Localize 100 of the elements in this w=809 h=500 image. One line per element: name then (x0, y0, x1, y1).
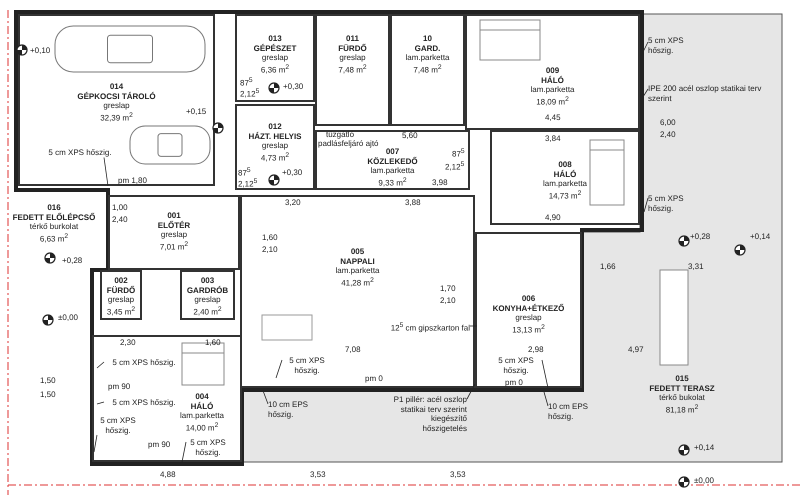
room (235, 14, 315, 102)
floor-finish: térkő burkolat (30, 222, 78, 232)
level-label: pm 0 (505, 378, 523, 387)
leader-line (96, 402, 104, 404)
annotation-note: 5 cm XPS hőszig. (648, 36, 708, 55)
dimension-label: +0,28 (62, 256, 82, 265)
room-number: 012 (268, 122, 282, 132)
floor-finish: greslap (262, 141, 288, 150)
dimension-label: 2,12$^{5}$ (240, 87, 260, 99)
room-number: 014 (110, 82, 124, 92)
dimension-label: 4,97 (628, 345, 644, 354)
room-number: 016 (47, 203, 61, 212)
room-number: 006 (522, 294, 536, 304)
dimension-label: 1,50 (40, 376, 56, 385)
room-area: 6,63 m$^{2}$ (40, 232, 68, 244)
dimension-label: 3,84 (545, 134, 561, 143)
floor-finish: greslap (515, 313, 542, 322)
dimension-label: 2,40 (660, 130, 676, 139)
room-area: 13,13 m$^{2}$ (512, 322, 545, 335)
annotation-note: 5 cm XPS hőszig. (186, 438, 230, 457)
dimension-label: 2,12$^{5}$ (445, 160, 464, 172)
room-name: FEDETT TERASZ (649, 384, 715, 393)
room (180, 270, 235, 320)
room-number: 10 (423, 34, 432, 44)
dimension-label: 87$^{5}$ (452, 147, 465, 159)
level-label: ±0,00 (694, 476, 714, 485)
leader-line (104, 157, 108, 186)
room-area: 9,33 m$^{2}$ (378, 176, 407, 188)
room-name: FEDETT ELŐLÉPCSŐ (12, 212, 96, 222)
dimension-label: 2,12$^{5}$ (238, 177, 258, 189)
room (100, 270, 142, 320)
room-name: ELŐTÉR (158, 220, 190, 230)
dimension-label: 1,50 (40, 390, 56, 399)
room-name: GARD. (414, 44, 440, 53)
room (315, 14, 390, 126)
room-number: 005 (350, 247, 364, 256)
annotation-note: 5 cm XPS hőszig. (648, 194, 708, 213)
room-number: 008 (558, 160, 572, 170)
room-number: 003 (200, 276, 214, 286)
dimension-label: 1,70 (440, 284, 456, 293)
level-label: +0,30 (283, 82, 304, 91)
room (315, 130, 470, 190)
floor-finish: térkő bukolat (659, 393, 705, 402)
floor-finish: greslap (262, 53, 288, 62)
annotation-note: 12$^{5}$ cm gipszkarton fal (336, 321, 470, 334)
dimension-label: 7,08 (345, 345, 361, 354)
room-name: GÉPÉSZET (254, 44, 296, 53)
dimension-label: 6,00 (660, 118, 676, 127)
level-label: ±0,00 (58, 313, 78, 322)
room (235, 104, 315, 190)
room (390, 14, 465, 126)
room (475, 232, 582, 388)
dimension-label: 2,98 (528, 345, 544, 354)
dimension-label: pm 90 (108, 382, 130, 391)
room-area: 81,18 m$^{2}$ (666, 402, 698, 415)
room (92, 335, 242, 462)
floor-finish: lam.parketta (405, 53, 450, 62)
dimension-label: 1,60 (262, 233, 278, 242)
dimension-label: 2,10 (262, 245, 278, 254)
leader-line (96, 362, 104, 368)
room-name: HÁZT. HELYIS (248, 132, 302, 141)
room-name: GARDRÓB (186, 286, 228, 295)
leader-line (182, 442, 186, 462)
floor-finish: lam.parketta (370, 166, 415, 176)
room-area: 4,73 m$^{2}$ (260, 150, 290, 163)
room-number: 015 (675, 374, 689, 384)
room-number: 007 (386, 147, 400, 156)
annotation-note: P1 pillér: acél oszlop statikai terv szerint kiegészítő hőszigetelés (392, 395, 467, 433)
dimension-label: 1,00 (112, 203, 128, 212)
leader-line (466, 384, 476, 400)
leader-line (276, 360, 282, 378)
dimension-label: 3,20 (285, 198, 301, 207)
dimension-label: 3,31 (688, 262, 704, 271)
room-area: 2,40 m$^{2}$ (193, 304, 222, 317)
level-label: +0,15 (186, 107, 206, 116)
room-name: KÖZLEKEDŐ (367, 156, 418, 166)
dimension-label: 3,88 (405, 198, 421, 207)
room-area: 7,48 m$^{2}$ (338, 62, 367, 75)
room-area: 3,45 m$^{2}$ (106, 304, 136, 317)
dimension-label: 3,53 (310, 470, 326, 479)
dimension-label: 5,60 (402, 131, 418, 140)
room-area: 41,28 m$^{2}$ (341, 276, 374, 288)
annotation-note: IPE 200 acél oszlop statikai terv szerint (648, 84, 768, 103)
room-area: 14,00 m$^{2}$ (186, 420, 218, 433)
room-name: FÜRDŐ (106, 286, 136, 295)
level-label: 2,40 (112, 215, 128, 224)
floor-finish: lam.parketta (530, 85, 575, 94)
level-label: +0,28 (690, 232, 710, 241)
annotation-note: 5 cm XPS hőszig. (96, 416, 140, 435)
dimension-label: 4,88 (160, 470, 176, 479)
annotation-note: 5 cm XPS hőszig. (282, 356, 332, 375)
floor-finish: greslap (194, 295, 221, 304)
floor-finish: lam.parketta (542, 179, 588, 188)
room-name: HÁLÓ (554, 170, 576, 179)
leader-line (94, 434, 98, 452)
dimension-label: pm 1,80 (118, 176, 147, 185)
leader-line (542, 360, 548, 388)
room-number: 004 (195, 392, 209, 402)
level-label: +0,30 (282, 168, 302, 177)
dimension-label: 1,66 (600, 262, 616, 271)
